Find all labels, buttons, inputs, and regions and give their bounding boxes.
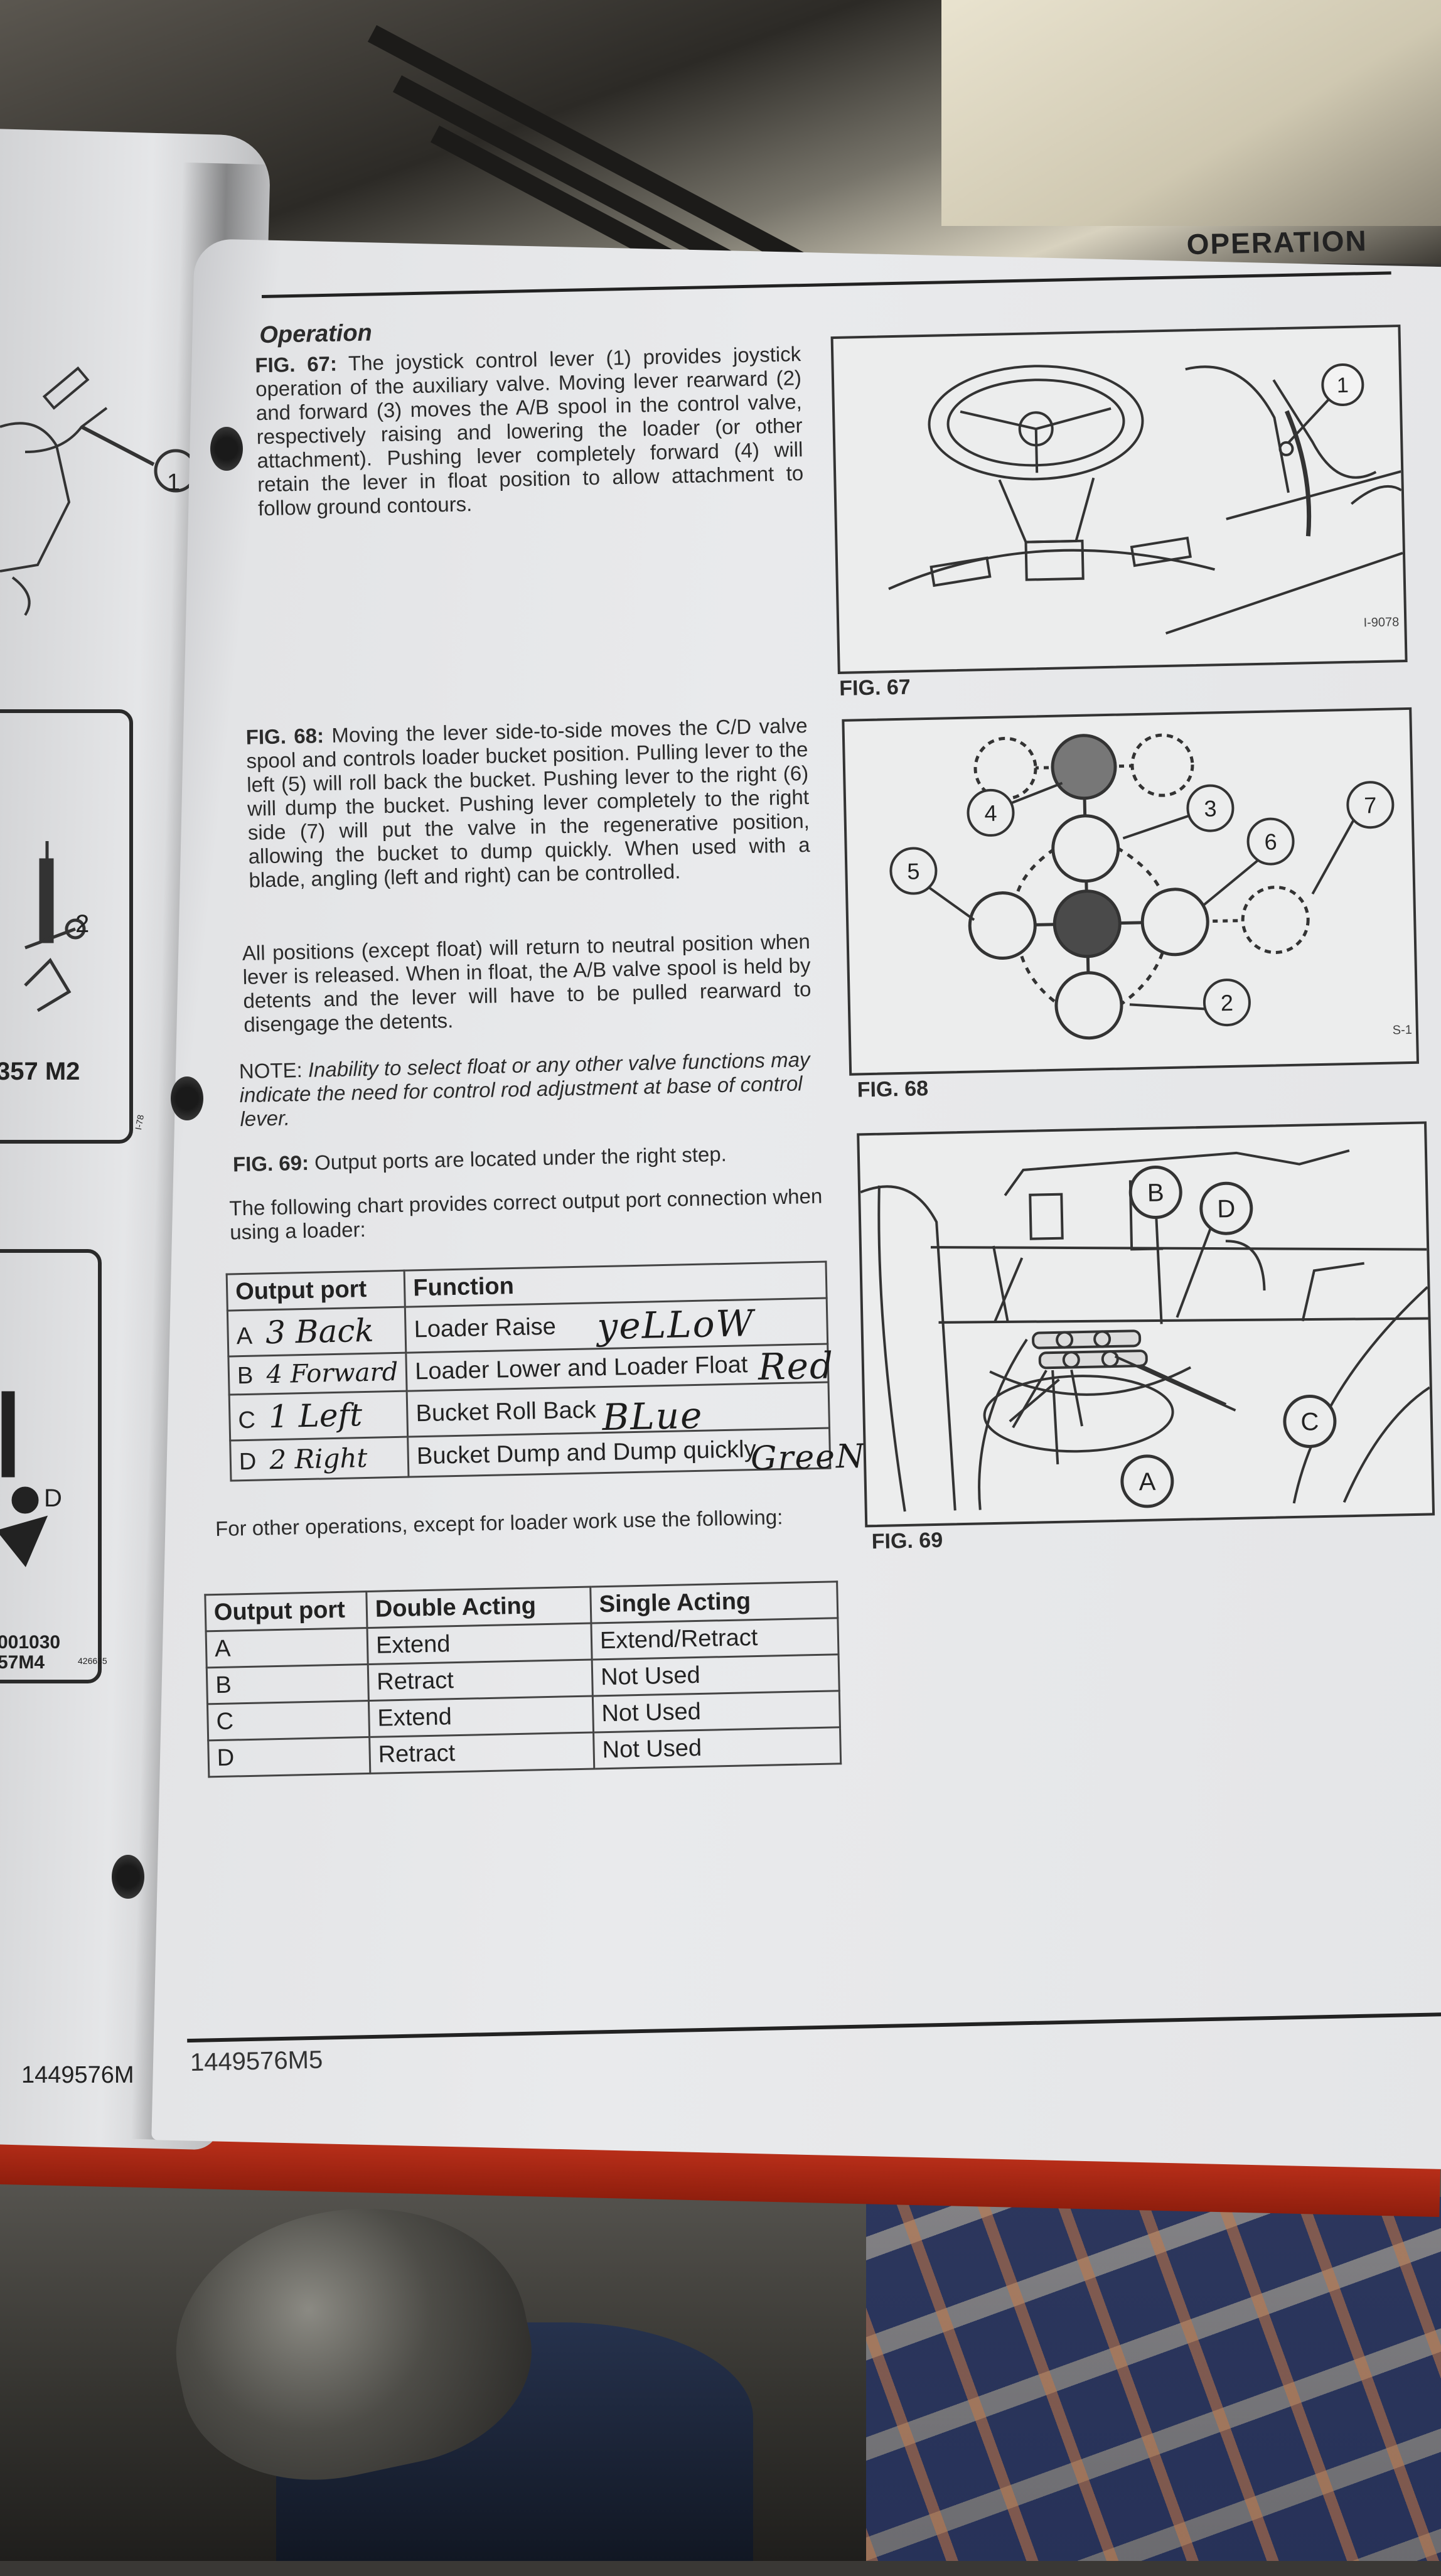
function-text: Loader Raise	[414, 1313, 557, 1343]
table-cell: A	[206, 1628, 368, 1668]
left-page-lever-icon	[24, 841, 86, 1012]
fig68-label: FIG. 68:	[245, 724, 324, 749]
function-text: Bucket Dump and Dump quickly	[416, 1436, 757, 1470]
other-intro: For other operations, except for loader …	[215, 1505, 783, 1541]
left-callout-1: 1	[167, 470, 181, 496]
table-cell: C	[207, 1700, 370, 1741]
left-page-footer: 1449576M	[21, 2062, 134, 2088]
fig68-callout-4: 4	[984, 800, 997, 826]
table-cell: Retract	[369, 1732, 594, 1774]
note-paragraph: NOTE: Inability to select float or any o…	[238, 1048, 817, 1131]
fig69-callout-b: B	[1147, 1179, 1164, 1207]
note-label: NOTE:	[238, 1058, 303, 1083]
port-letter: C	[238, 1407, 256, 1434]
fig67-paragraph: FIG. 67: The joystick control lever (1) …	[255, 342, 804, 520]
left-page-lever-icon-2	[0, 1391, 48, 1567]
fig69-label: FIG. 69:	[232, 1151, 309, 1176]
left-page-sketch	[0, 366, 198, 616]
fig68-diagram: 2 3 4 5 6 7 S-1	[842, 707, 1420, 1076]
table-cell: D	[208, 1737, 370, 1777]
fig68-callout-5: 5	[907, 858, 920, 884]
left-code-e: 426635	[78, 1656, 107, 1666]
table-cell: Not Used	[593, 1727, 841, 1769]
port-letter: B	[237, 1362, 254, 1390]
footer-doc-number: 1449576M5	[190, 2046, 323, 2077]
left-code-a: 357 M2	[0, 1058, 80, 1085]
fig69-callout-d: D	[1217, 1195, 1236, 1223]
function-text: Bucket Roll Back	[415, 1396, 597, 1427]
left-callout-2: 2	[75, 910, 90, 938]
handwritten-note: 3 Back	[265, 1312, 375, 1351]
table-cell: Extend	[368, 1696, 594, 1737]
plaid-fabric	[866, 2197, 1441, 2561]
handwritten-color-green: GreeN	[750, 1437, 867, 1478]
note-body: Inability to select float or any other v…	[239, 1048, 810, 1131]
footer-rule	[187, 2012, 1441, 2043]
left-code-d: 57M4	[0, 1652, 45, 1673]
tractor-seat-drawing: 1	[888, 363, 1403, 635]
fig69-illustration: A B C D	[857, 1121, 1435, 1528]
fig69-paragraph: FIG. 69: Output ports are located under …	[233, 1140, 823, 1177]
page-header: OPERATION	[1186, 224, 1368, 261]
handwritten-note: 2 Right	[269, 1442, 368, 1476]
handwritten-color-red: Red	[758, 1344, 835, 1388]
fig67-id: I-9078	[1363, 615, 1400, 630]
loader-port-table: Output port Function A 3 Back Loader Rai…	[226, 1261, 832, 1482]
table-header: Output port	[227, 1270, 405, 1311]
other-operations-table: Output port Double Acting Single Acting …	[204, 1580, 842, 1778]
left-page-figure-frame	[0, 709, 133, 1144]
table-header: Output port	[205, 1591, 367, 1631]
fig68-callout-6: 6	[1264, 829, 1277, 854]
left-code-c: 001030	[0, 1632, 61, 1653]
table-header: Double Acting	[366, 1587, 591, 1628]
table-cell: Extend/Retract	[591, 1618, 839, 1660]
table-cell: Retract	[368, 1660, 593, 1701]
output-ports-drawing: A B C D	[860, 1149, 1430, 1512]
fig67-body: The joystick control lever (1) provides …	[255, 342, 804, 520]
handwritten-color-yellow: yeLLoW	[596, 1301, 755, 1348]
positions-paragraph: All positions (except float) will return…	[242, 929, 812, 1036]
callout-circle	[1321, 363, 1364, 407]
loader-intro: The following chart provides correct out…	[229, 1184, 823, 1244]
header-rule	[261, 271, 1391, 299]
fig67-callout: 1	[1337, 373, 1349, 397]
fig69-caption: FIG. 69	[871, 1528, 943, 1554]
fig68-id: S-1	[1392, 1022, 1413, 1038]
fig69-callout-c: C	[1300, 1408, 1319, 1436]
port-letter: D	[238, 1448, 257, 1476]
fig67-label: FIG. 67:	[254, 352, 338, 377]
fig69-body: Output ports are located under the right…	[314, 1142, 727, 1174]
fig67-illustration: 1 I-9078	[830, 325, 1408, 674]
function-text: Loader Lower and Loader Float	[414, 1351, 748, 1385]
table-cell: Not Used	[592, 1690, 840, 1732]
fig69-callout-a: A	[1138, 1468, 1156, 1496]
table-cell: Extend	[367, 1623, 592, 1665]
fig68-callout-2: 2	[1220, 990, 1233, 1016]
callout-leader	[1287, 397, 1332, 444]
binder-hole	[210, 427, 243, 471]
handwritten-note: 1 Left	[268, 1397, 363, 1436]
port-letter: A	[236, 1323, 253, 1350]
binder-hole	[171, 1076, 203, 1120]
fig67-caption: FIG. 67	[838, 675, 911, 700]
table-cell: Not Used	[592, 1654, 840, 1697]
section-title: Operation	[259, 319, 373, 349]
left-label-d: D	[44, 1484, 62, 1512]
handwritten-color-blue: BLue	[601, 1393, 704, 1439]
handwritten-note: 4 Forward	[266, 1357, 399, 1390]
fig68-paragraph: FIG. 68: Moving the lever side-to-side m…	[245, 714, 810, 893]
joystick-pattern-diagram: 2 3 4 5 6 7	[889, 733, 1395, 1040]
left-page-figure-frame	[0, 1249, 102, 1683]
fig68-callout-7: 7	[1364, 792, 1377, 818]
background-board	[941, 0, 1441, 226]
fig68-callout-3: 3	[1204, 795, 1217, 821]
fig68-body: Moving the lever side-to-side moves the …	[246, 714, 810, 892]
table-cell: B	[206, 1664, 369, 1704]
fig68-caption: FIG. 68	[857, 1076, 929, 1102]
binder-hole	[112, 1855, 144, 1899]
table-header: Single Acting	[590, 1581, 838, 1624]
